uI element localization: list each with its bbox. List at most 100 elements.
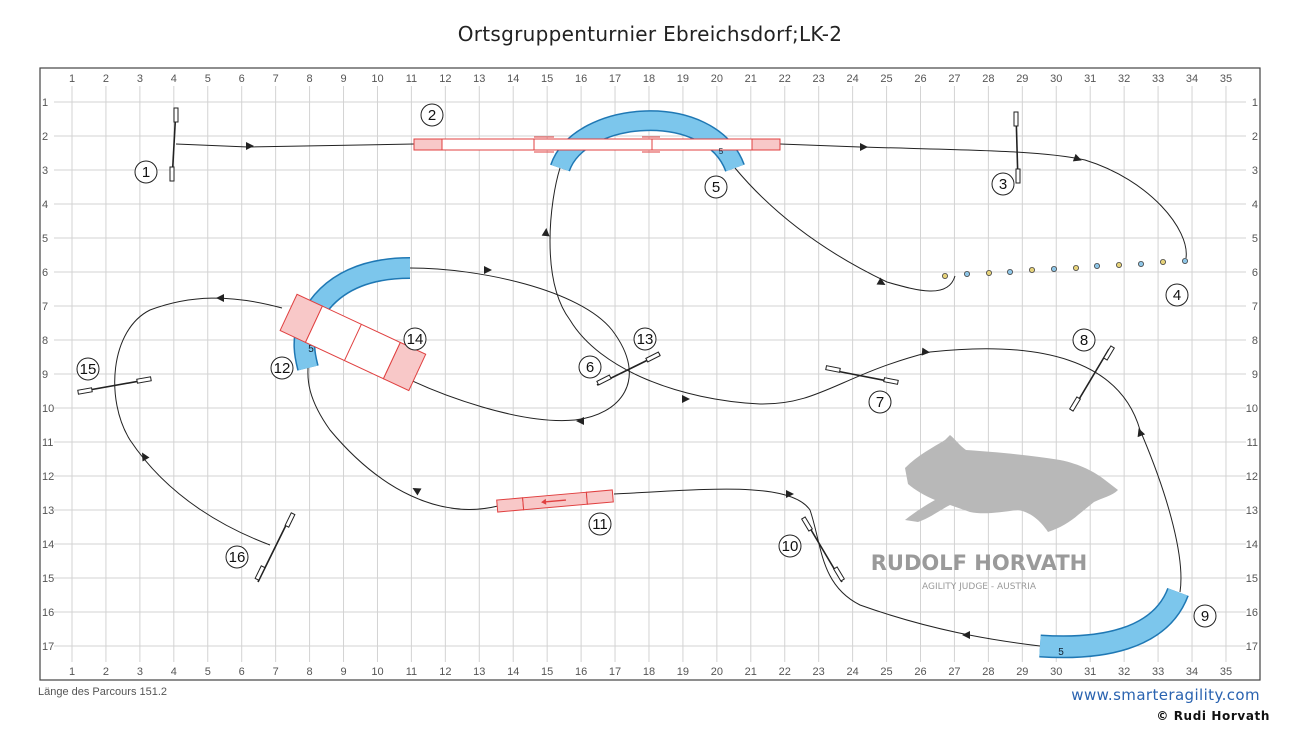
grid-label: 35 bbox=[1220, 73, 1232, 85]
course-title: Ortsgruppenturnier Ebreichsdorf;LK-2 bbox=[457, 22, 843, 46]
grid-label: 6 bbox=[1252, 267, 1258, 279]
path-arrow bbox=[412, 488, 422, 496]
grid-label: 9 bbox=[340, 666, 346, 678]
grid-label: 29 bbox=[1016, 666, 1028, 678]
grid-label: 1 bbox=[42, 97, 48, 109]
obstacle-number-8: 8 bbox=[1072, 328, 1096, 352]
grid-label: 35 bbox=[1220, 666, 1232, 678]
grid-label: 1 bbox=[69, 73, 75, 85]
number-label: 8 bbox=[1080, 332, 1088, 349]
grid-label: 12 bbox=[439, 73, 451, 85]
number-circle bbox=[633, 327, 657, 351]
grid-label: 18 bbox=[643, 666, 655, 678]
jump-7 bbox=[825, 365, 899, 385]
grid-label: 30 bbox=[1050, 666, 1062, 678]
grid-label: 12 bbox=[1246, 471, 1258, 483]
grid-label: 8 bbox=[1252, 335, 1258, 347]
grid-label: 6 bbox=[239, 666, 245, 678]
path-arrow bbox=[682, 395, 690, 403]
path-arrow bbox=[142, 452, 150, 462]
grid-label: 16 bbox=[42, 607, 54, 619]
grid-label: 7 bbox=[1252, 301, 1258, 313]
grid-label: 15 bbox=[1246, 573, 1258, 585]
path-arrow bbox=[921, 347, 930, 356]
grid-label: 31 bbox=[1084, 666, 1096, 678]
path-segment bbox=[175, 143, 415, 148]
grid-label: 5 bbox=[205, 666, 211, 678]
path-arrow bbox=[860, 143, 868, 151]
grid-label: 10 bbox=[42, 403, 54, 415]
number-label: 10 bbox=[782, 538, 799, 555]
number-label: 12 bbox=[274, 360, 291, 377]
grid-label: 15 bbox=[42, 573, 54, 585]
path-arrow bbox=[541, 228, 550, 237]
grid-label: 14 bbox=[1246, 539, 1258, 551]
grid-label: 3 bbox=[1252, 165, 1258, 177]
grid-label: 1 bbox=[69, 666, 75, 678]
number-label: 16 bbox=[229, 549, 246, 566]
grid-label: 11 bbox=[406, 73, 417, 85]
watermark-name: RUDOLF HORVATH bbox=[871, 551, 1088, 575]
path-segment bbox=[399, 267, 630, 422]
grid-label: 12 bbox=[42, 471, 54, 483]
path-arrow bbox=[216, 294, 224, 302]
obstacle-number-9: 9 bbox=[1193, 604, 1217, 628]
grid-label: 7 bbox=[42, 301, 48, 313]
obstacle-number-15: 15 bbox=[76, 357, 100, 381]
website-link[interactable]: www.smarteragility.com bbox=[1071, 686, 1260, 704]
grid-label: 13 bbox=[1246, 505, 1258, 517]
number-circle bbox=[403, 327, 427, 351]
obstacle-number-13: 13 bbox=[633, 327, 657, 351]
obstacle-number-2: 2 bbox=[420, 103, 444, 127]
number-label: 5 bbox=[712, 179, 720, 196]
grid-label: 10 bbox=[1246, 403, 1258, 415]
jump-8 bbox=[1068, 345, 1116, 412]
grid-label: 19 bbox=[677, 73, 689, 85]
obstacle-number-3: 3 bbox=[991, 172, 1015, 196]
grid-label: 3 bbox=[137, 73, 143, 85]
grid-label: 20 bbox=[711, 666, 723, 678]
grid-label: 4 bbox=[1252, 199, 1258, 211]
grid-label: 24 bbox=[846, 666, 858, 678]
grid-label: 13 bbox=[473, 666, 485, 678]
grid-label: 5 bbox=[205, 73, 211, 85]
field-border bbox=[39, 67, 1261, 681]
grid-label: 14 bbox=[507, 73, 519, 85]
dogwalk-2 bbox=[413, 136, 781, 153]
grid-label: 19 bbox=[677, 666, 689, 678]
number-label: 14 bbox=[407, 331, 424, 348]
obstacle-number-5: 5 bbox=[704, 175, 728, 199]
grid-label: 18 bbox=[643, 73, 655, 85]
grid-label: 33 bbox=[1152, 666, 1164, 678]
tunnel-length-label: 5 bbox=[719, 147, 724, 156]
path-segment bbox=[734, 167, 956, 292]
grid-label: 14 bbox=[42, 539, 54, 551]
weave-poles-4 bbox=[942, 257, 1189, 279]
number-circle bbox=[270, 356, 294, 380]
grid-label: 8 bbox=[307, 73, 313, 85]
number-circle bbox=[1193, 604, 1217, 628]
grid-label: 29 bbox=[1016, 73, 1028, 85]
grid-label: 6 bbox=[42, 267, 48, 279]
grid-label: 21 bbox=[745, 73, 757, 85]
number-label: 1 bbox=[142, 164, 150, 181]
obstacle-number-10: 10 bbox=[778, 534, 802, 558]
grid-label: 28 bbox=[982, 666, 994, 678]
grid-label: 10 bbox=[371, 73, 383, 85]
number-label: 4 bbox=[1173, 287, 1181, 304]
path-arrow bbox=[962, 631, 970, 639]
grid-label: 27 bbox=[948, 666, 960, 678]
obstacle-number-11: 11 bbox=[588, 512, 612, 536]
path-segment bbox=[307, 367, 499, 510]
grid-label: 13 bbox=[473, 73, 485, 85]
obstacle-number-6: 6 bbox=[578, 355, 602, 379]
grid-label: 22 bbox=[779, 666, 791, 678]
obstacle-number-12: 12 bbox=[270, 356, 294, 380]
grid-label: 13 bbox=[42, 505, 54, 517]
number-circle bbox=[704, 175, 728, 199]
number-label: 3 bbox=[999, 176, 1007, 193]
grid-label: 17 bbox=[1246, 641, 1258, 653]
jump-3 bbox=[1013, 111, 1021, 184]
